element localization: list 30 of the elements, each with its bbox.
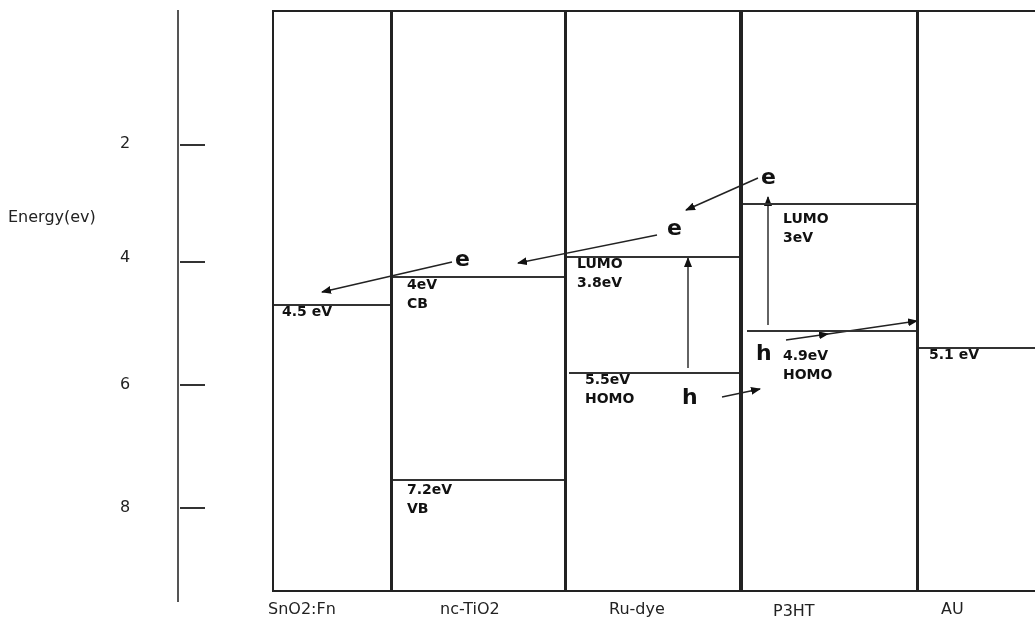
arrow — [764, 196, 772, 326]
arrow — [685, 177, 759, 211]
layer-name: nc-TiO2 — [440, 599, 500, 618]
energy-level-label: 4.9eV HOMO — [783, 346, 833, 384]
layer-name: Ru-dye — [609, 599, 665, 618]
layer-name: AU — [941, 599, 964, 618]
arrow — [517, 234, 658, 266]
tick-label: 2 — [120, 133, 131, 152]
energy-level-label: LUMO 3eV — [783, 209, 829, 247]
energy-level-label: 4.5 eV — [282, 302, 332, 321]
energy-level-label: LUMO 3.8eV — [577, 254, 623, 292]
charge-carrier-label: h — [756, 342, 772, 364]
tick-label: 8 — [120, 497, 131, 516]
energy-level-label: 5.1 eV — [929, 345, 979, 364]
arrow — [321, 261, 453, 294]
energy-level-label: 4eV CB — [407, 275, 438, 313]
tick-label: 4 — [120, 247, 131, 266]
arrow — [721, 386, 761, 398]
arrow — [785, 318, 918, 341]
tick-label: 6 — [120, 374, 131, 393]
energy-level-label: 7.2eV VB — [407, 480, 453, 518]
charge-carrier-label: h — [682, 386, 698, 408]
charge-carrier-label: e — [667, 217, 682, 239]
charge-carrier-label: e — [761, 166, 776, 188]
layer-name: P3HT — [773, 601, 815, 620]
layer-name: SnO2:Fn — [268, 599, 336, 618]
charge-carrier-label: e — [455, 248, 470, 270]
axis-title: Energy(ev) — [8, 207, 96, 226]
energy-level-label: 5.5eV HOMO — [585, 370, 635, 408]
arrow — [684, 257, 692, 369]
